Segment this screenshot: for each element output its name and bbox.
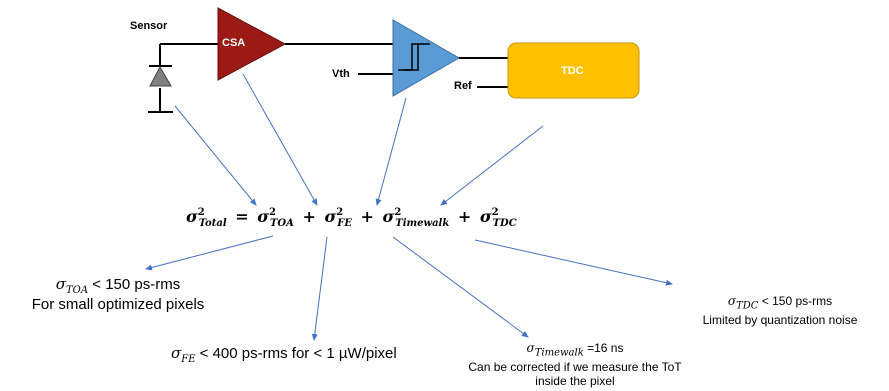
arrow-tdc-to-tdc-term — [440, 125, 544, 206]
ref-label: Ref — [454, 80, 472, 92]
arrows — [145, 73, 673, 341]
tdc-note: σTDC < 150 ps-rms Limited by quantizatio… — [680, 294, 880, 328]
tdc-note-line2: Limited by quantization noise — [702, 313, 858, 328]
eq-total-sub: Total — [198, 218, 227, 229]
tdc-block — [507, 42, 640, 99]
diode-symbol — [149, 65, 172, 87]
timewalk-note: σTimewalk =16 ns Can be corrected if we … — [430, 341, 720, 388]
comparator — [392, 19, 461, 97]
timewalk-note-line3: inside the pixel — [535, 374, 615, 389]
arrow-comparator-to-timewalk — [375, 97, 407, 206]
arrow-eq-to-toa-note — [145, 235, 274, 271]
timewalk-note-line2: Can be corrected if we measure the ToT — [468, 360, 682, 375]
tdc-label: TDC — [561, 65, 584, 77]
csa-amplifier — [217, 7, 287, 81]
eq-fe-sub: FE — [337, 218, 352, 229]
vth-label: Vth — [332, 68, 350, 80]
eq-toa-sub: TOA — [269, 218, 294, 229]
eq-tdc-sub: TDC — [492, 218, 517, 229]
toa-note: σTOA < 150 ps-rms For small optimized pi… — [18, 275, 218, 313]
eq-timewalk-sub: Timewalk — [395, 218, 450, 229]
arrow-eq-to-fe-note — [311, 236, 328, 341]
sensor-wiring — [148, 43, 218, 113]
arrow-sensor-to-toa — [174, 105, 257, 206]
arrow-csa-to-fe — [242, 73, 318, 206]
toa-note-line2: For small optimized pixels — [31, 296, 205, 313]
sensor-label: Sensor — [130, 20, 168, 32]
arrow-eq-to-timewalk-note — [392, 236, 529, 338]
arrow-eq-to-tdc-note — [474, 239, 673, 286]
fe-note: σFE < 400 ps-rms for < 1 µW/pixel — [171, 344, 397, 365]
csa-label: CSA — [222, 37, 246, 49]
hysteresis-symbol — [398, 43, 430, 71]
timing-resolution-equation: σ2Total = σ2TOA + σ2FE + σ2Timewalk + σ2… — [186, 207, 517, 229]
